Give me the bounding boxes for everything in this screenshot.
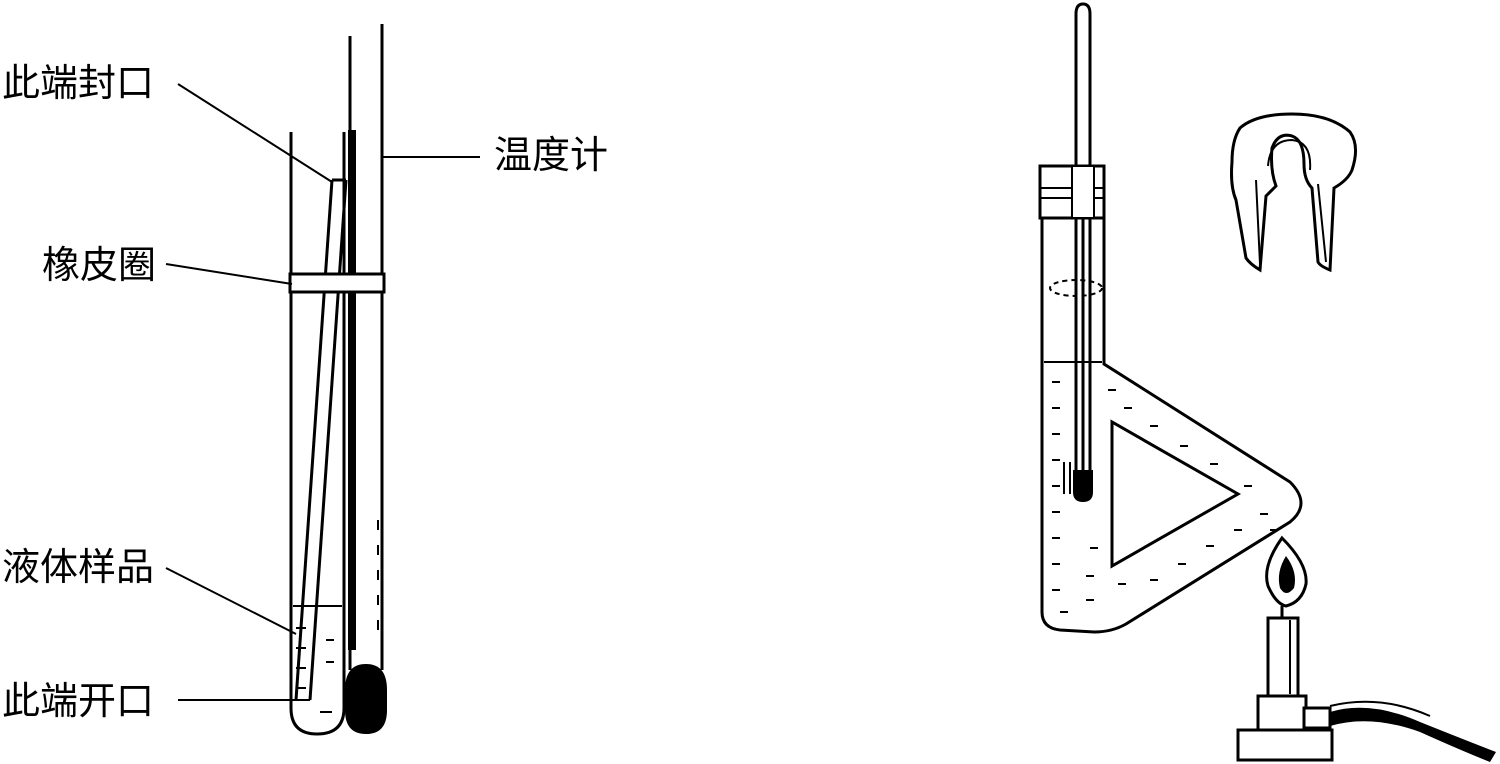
capillary-tube: [294, 178, 348, 701]
label-liquid-sample: 液体样品: [2, 545, 154, 589]
thiele-tube: [1040, 218, 1303, 634]
boiling-point-tube-setup: 此端封口 温度计 橡皮圈 液体样品 此端开口: [2, 24, 608, 736]
thiele-liquid: [1052, 381, 1278, 613]
burner: [1236, 535, 1496, 762]
leader-lines: [165, 83, 480, 701]
label-sealed-end: 此端封口: [2, 61, 154, 105]
thiele-capillary: [1063, 462, 1071, 494]
cork-stopper: [1038, 164, 1106, 220]
rubber-band: [288, 272, 386, 294]
label-rubber-band: 橡皮圈: [42, 243, 156, 287]
label-open-end: 此端开口: [2, 679, 154, 723]
tube-rubber-band: [1049, 279, 1103, 297]
label-thermometer: 温度计: [494, 133, 608, 177]
slotted-cork-detail: [1230, 112, 1357, 273]
thiele-tube-setup: [1038, 2, 1496, 762]
thermometer: [345, 24, 387, 734]
thiele-thermometer: [1073, 2, 1093, 502]
